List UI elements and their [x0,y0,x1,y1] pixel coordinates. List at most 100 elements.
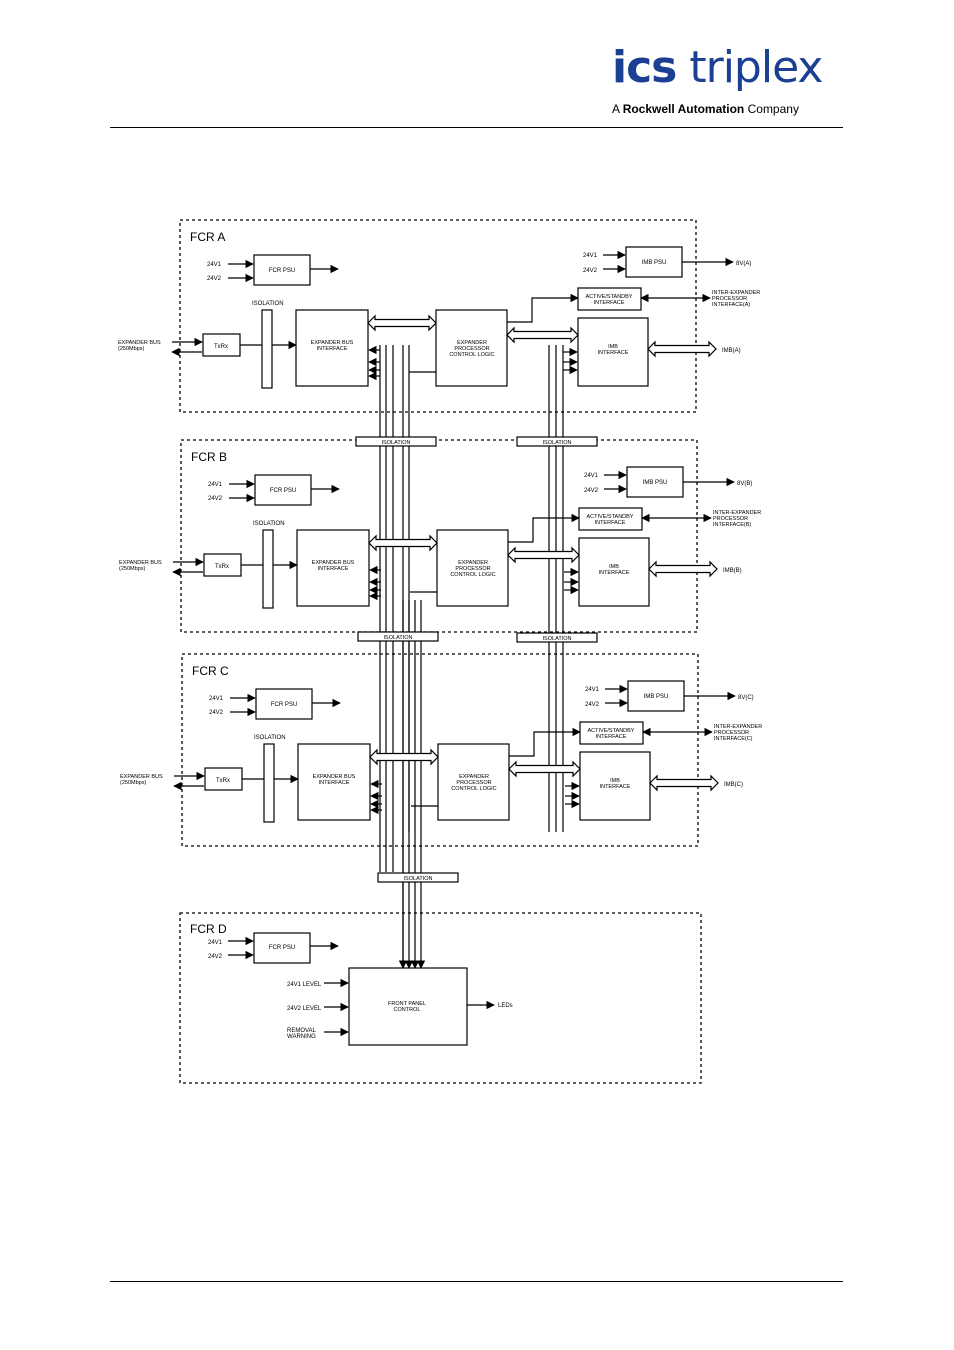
fcr-title: FCR C [192,664,229,678]
input-24v1: 24V1 [209,696,224,702]
fcr-cd-isolation-label: ISOLATION [404,876,433,882]
expander-bus-label-line-1: EXPANDER BUS [119,560,162,566]
leds-label: LEDs [498,1003,513,1009]
fcr-d-psu-label: FCR PSU [269,945,295,951]
fcr-title: FCR A [190,230,225,244]
active-standby-label-line-2: INTERFACE [595,520,626,526]
expander-bus-label-line-2: (250Mbps) [120,780,146,786]
input-24v2: 24V2 [209,710,224,716]
expander-bus-label-line-2: (250Mbps) [119,566,145,572]
ebi-label-line-2: INTERFACE [319,780,350,786]
imb-psu-block [626,466,684,498]
fcr-cd-isolation [377,872,459,883]
ebi-label-line-1: EXPANDER BUS [312,560,355,566]
front-panel-label-line-2: CONTROL [394,1007,421,1013]
imb-input-24v2: 24V2 [584,488,599,494]
fcr-ab-isolation-right-label: ISOLATION [543,440,572,446]
epcl-block [436,529,509,607]
front-panel-label-line-1: FRONT PANEL [388,1001,426,1007]
expander-bus-label-line-1: EXPANDER BUS [120,774,163,780]
company-logo: ics triplex A Rockwell Automation Compan… [600,40,850,120]
inter-expander-label-line-3: INTERFACE(A) [712,302,750,308]
fcr-psu-block [253,254,311,286]
logo-tagline: A Rockwell Automation Company [612,102,799,116]
imb-interface-label-line-1: IMB [608,344,618,350]
fcr-ab-isolation-left [355,436,437,447]
front-panel-control-block [348,967,468,1046]
input-24v2: 24V2 [207,276,222,282]
ebi-label-line-2: INTERFACE [318,566,349,572]
epcl-label-line-3: CONTROL LOGIC [449,352,494,358]
txrx-label: TxRx [215,564,229,570]
fcr-bc-isolation-left [357,631,439,642]
inter-expander-label-line-2: PROCESSOR [714,730,749,736]
isolation-barrier [263,743,275,823]
imb-interface-label-line-2: INTERFACE [600,784,631,790]
removal-warning-line-1: REMOVAL [287,1028,317,1034]
epcl-label-line-1: EXPANDER [457,340,487,346]
imb-interface-block [578,537,650,607]
isolation-barrier [261,309,273,389]
imb-interface-label-line-2: INTERFACE [599,570,630,576]
ebi-label-line-2: INTERFACE [317,346,348,352]
imb-psu-output: 8V(A) [736,261,751,267]
fcr-d-input-24v2: 24V2 [208,954,223,960]
epcl-label-line-2: PROCESSOR [455,566,490,572]
epcl-label-line-3: CONTROL LOGIC [450,572,495,578]
isolation-label: ISOLATION [254,735,286,741]
fcr-psu-block [255,688,313,720]
imb-interface-block [577,317,649,387]
imb-interface-label-line-2: INTERFACE [598,350,629,356]
expander-bus-interface-block [296,529,370,607]
fcr-psu-label: FCR PSU [269,268,295,274]
imb-input-24v2: 24V2 [585,702,600,708]
imb-output-label: IMB(B) [723,568,742,574]
imb-interface-label-line-1: IMB [610,778,620,784]
fcr-container [181,653,699,847]
fcr-ab-isolation-right [516,436,598,447]
expander-bus-interface-block [297,743,371,821]
epcl-block [435,309,508,387]
fcr-bc-isolation-right [516,632,598,643]
input-24v2: 24V2 [208,496,223,502]
inter-expander-label-line-1: INTER-EXPANDER [713,510,761,516]
fcr-d-input-24v1: 24V1 [208,940,223,946]
level-24v1: 24V1 LEVEL [287,982,322,988]
input-24v1: 24V1 [207,262,222,268]
inter-expander-label-line-3: INTERFACE(C) [714,736,753,742]
header-rule [110,127,843,128]
imb-out-link [647,340,717,358]
fcr-container [180,439,698,633]
footer-rule [110,1281,843,1282]
inter-expander-label-line-3: INTERFACE(B) [713,522,751,528]
inter-expander-label-line-2: PROCESSOR [713,516,748,522]
imb-psu-block [625,246,683,278]
input-24v1: 24V1 [208,482,223,488]
epcl-label-line-3: CONTROL LOGIC [451,786,496,792]
epcl-to-active-standby [508,513,580,543]
fcr-ab-isolation-left-label: ISOLATION [382,440,411,446]
epcl-imb-link [506,326,579,344]
ebi-epcl-link [367,314,437,332]
epcl-label-line-1: EXPANDER [458,560,488,566]
imb-psu-label: IMB PSU [644,694,669,700]
active-standby-label-line-2: INTERFACE [594,300,625,306]
expander-bus-label-line-2: (250Mbps) [118,346,144,352]
fcr-d-container [179,912,702,1084]
fcr-psu-block [254,474,312,506]
ebi-label-line-1: EXPANDER BUS [311,340,354,346]
imb-psu-output: 8V(C) [738,695,754,701]
expander-bus-interface-block [295,309,369,387]
isolation-label: ISOLATION [252,301,284,307]
inter-expander-label-line-2: PROCESSOR [712,296,747,302]
fcr-container [179,219,697,413]
isolation-label: ISOLATION [253,521,285,527]
active-standby-label-line-1: ACTIVE/STANDBY [588,728,635,734]
ebi-label-line-1: EXPANDER BUS [313,774,356,780]
epcl-label-line-1: EXPANDER [459,774,489,780]
txrx-label: TxRx [216,778,230,784]
isolation-barrier [262,529,274,609]
fcr-d-title: FCR D [190,922,227,936]
imb-out-link [649,774,719,792]
